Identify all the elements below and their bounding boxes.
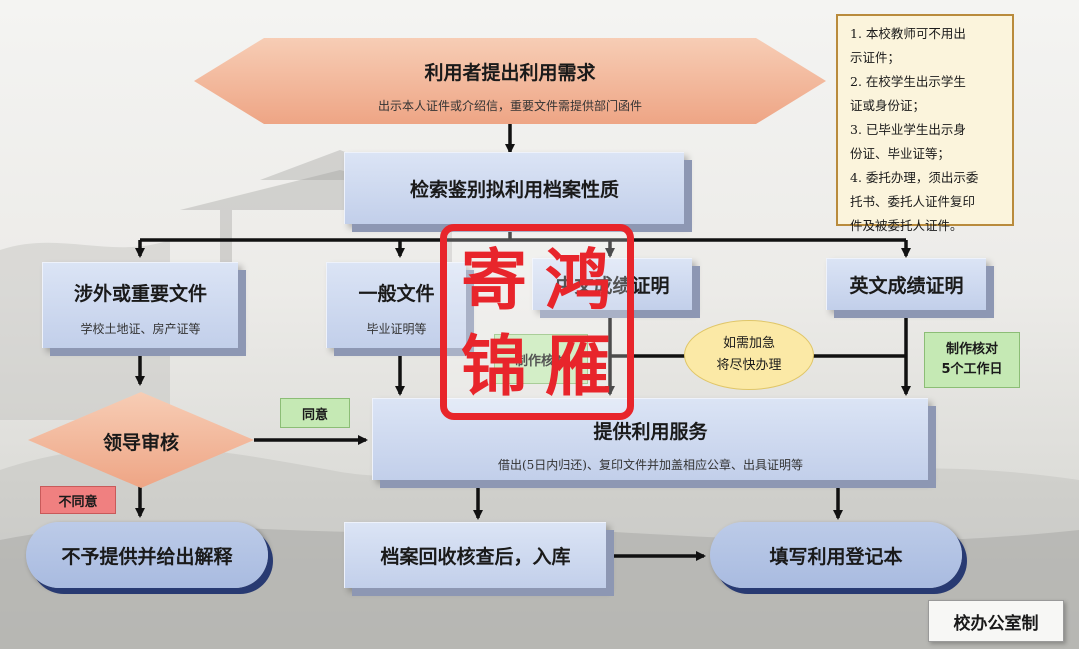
archive-node: 档案回收核查后，入库 (344, 522, 606, 588)
urgent-note: 如需加急 将尽快办理 (684, 320, 814, 390)
footer-label: 校办公室制 (928, 600, 1064, 642)
provide-service-subtitle: 借出(5日内归还)、复印文件并加盖相应公章、出具证明等 (497, 458, 803, 472)
footer-text: 校办公室制 (953, 613, 1039, 634)
disagree-label: 不同意 (40, 486, 116, 514)
note-line: 示证件； (850, 50, 901, 65)
seal-char: 锦 (461, 327, 527, 405)
red-seal-stamp: 寄 鸿 锦 雁 (440, 224, 634, 420)
make-check-en-line1: 制作核对 (945, 342, 998, 357)
make-check-en-label: 制作核对 5个工作日 (924, 332, 1020, 388)
note-line: 份证、毕业证等； (850, 146, 951, 161)
start-request-title: 利用者提出利用需求 (424, 62, 596, 84)
leader-review-title: 领导审核 (102, 432, 179, 454)
category-english-transcript-title: 英文成绩证明 (849, 275, 964, 297)
start-request-node: 利用者提出利用需求 出示本人证件或介绍信，重要文件需提供部门函件 (194, 38, 826, 124)
category-foreign-subtitle: 学校土地证、房产证等 (80, 322, 201, 336)
category-english-transcript: 英文成绩证明 (826, 258, 986, 310)
category-chinese-transcript-title: 中文成绩证明 (555, 275, 670, 297)
disagree-text: 不同意 (58, 494, 98, 510)
register-node: 填写利用登记本 (710, 522, 962, 588)
reject-title: 不予提供并给出解释 (61, 545, 233, 568)
note-line: 证或身份证； (850, 98, 926, 113)
reject-node: 不予提供并给出解释 (26, 522, 268, 588)
seal-char: 雁 (545, 327, 611, 405)
note-line: 2. 在校学生出示学生 (850, 74, 966, 89)
search-identify-title: 检索鉴别拟利用档案性质 (409, 179, 619, 201)
category-foreign-title: 涉外或重要文件 (73, 283, 207, 305)
archive-title: 档案回收核查后，入库 (380, 546, 571, 568)
category-general-subtitle: 毕业证明等 (366, 322, 427, 336)
diamond-shape (28, 392, 254, 488)
note-line: 托书、委托人证件复印 (850, 194, 976, 209)
start-request-subtitle: 出示本人证件或介绍信，重要文件需提供部门函件 (377, 99, 642, 113)
leader-review-node: 领导审核 (28, 392, 254, 488)
category-chinese-transcript: 中文成绩证明 (532, 258, 692, 310)
note-line: 4. 委托办理，须出示委 (850, 170, 979, 185)
category-foreign-important: 涉外或重要文件 学校土地证、房产证等 (42, 262, 238, 348)
make-check-cn-label: 制作核对 (494, 334, 588, 384)
requirements-notes: 1. 本校教师可不用出 示证件； 2. 在校学生出示学生 证或身份证； 3. 已… (836, 14, 1014, 233)
make-check-en-line2: 5个工作日 (941, 362, 1003, 377)
urgent-line2: 将尽快办理 (716, 358, 782, 373)
search-identify-node: 检索鉴别拟利用档案性质 (344, 152, 684, 224)
note-line: 件及被委托人证件。 (850, 218, 963, 233)
provide-service-title: 提供利用服务 (593, 421, 708, 443)
make-check-cn-text: 制作核对 (514, 353, 567, 369)
seal-char: 鸿 (545, 241, 611, 319)
category-general-title: 一般文件 (358, 283, 435, 305)
note-line: 1. 本校教师可不用出 (850, 26, 966, 41)
agree-text: 同意 (301, 407, 328, 423)
agree-label: 同意 (280, 398, 350, 428)
hexagon-shape (194, 38, 826, 124)
seal-char: 寄 (461, 241, 527, 319)
provide-service-node: 提供利用服务 借出(5日内归还)、复印文件并加盖相应公章、出具证明等 (372, 398, 928, 480)
register-title: 填写利用登记本 (769, 545, 903, 568)
urgent-line1: 如需加急 (722, 336, 775, 351)
note-line: 3. 已毕业学生出示身 (850, 122, 966, 137)
